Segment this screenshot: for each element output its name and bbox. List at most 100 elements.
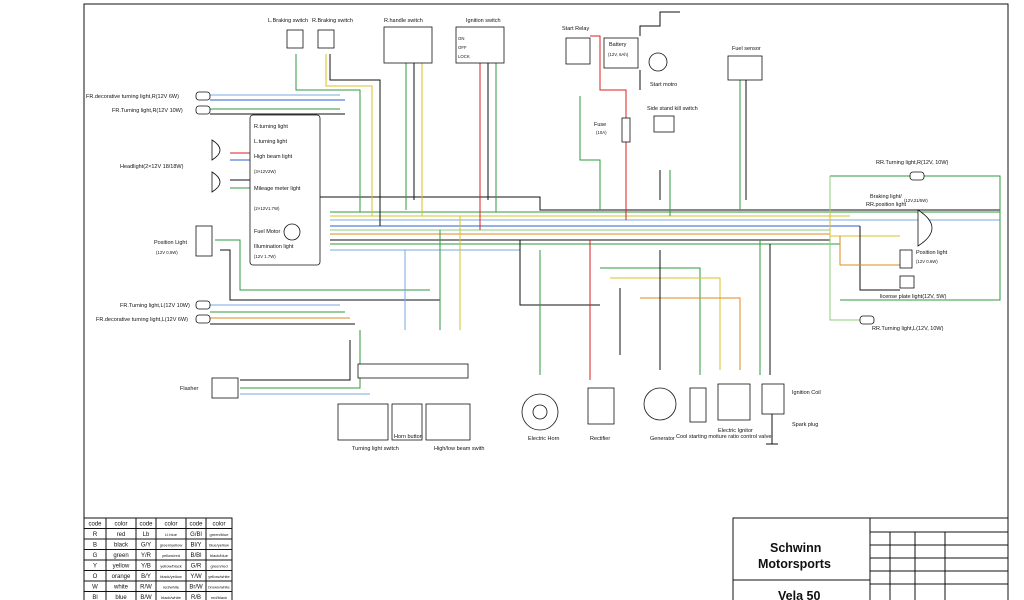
legend-cell: yellow/black bbox=[160, 564, 182, 569]
license-plate-light-label: license plate light(12V, 5W) bbox=[880, 294, 947, 300]
cool-starting-valve-body bbox=[689, 387, 707, 423]
legend-header-cell: code bbox=[88, 522, 102, 528]
electric-horn-inner bbox=[532, 404, 548, 420]
legend-cell: yellow bbox=[113, 564, 130, 570]
legend-cell: B/Y bbox=[141, 574, 151, 580]
legend-cell: black bbox=[114, 543, 129, 549]
legend-cell: green/blue bbox=[210, 532, 230, 537]
rr-turning-light-l-icon bbox=[859, 315, 875, 325]
legend-cell: Lt blue bbox=[165, 532, 178, 537]
main-connector-block bbox=[357, 363, 469, 379]
legend-cell: Y bbox=[93, 564, 97, 570]
right-braking-switch-body bbox=[317, 29, 335, 49]
license-plate-light-icon bbox=[899, 275, 915, 289]
legend-cell: G/Y bbox=[141, 543, 151, 549]
legend-cell: black/blue bbox=[210, 553, 229, 558]
fuel-sensor-body bbox=[727, 55, 763, 81]
legend-cell: W bbox=[92, 585, 98, 591]
diagram-border bbox=[83, 3, 1009, 600]
legend-header-cell: code bbox=[189, 522, 203, 528]
fr-decorative-turning-light-r-label: FR.decorative turning light,R(12V 6W) bbox=[86, 94, 179, 100]
fr-decorative-turning-light-r-icon bbox=[195, 91, 211, 101]
battery-spec: (12V, 6Ah) bbox=[608, 52, 629, 57]
right-braking-switch-label: R.Braking switch bbox=[312, 18, 353, 24]
side-stand-kill-switch-label: Side stand kill switch bbox=[647, 106, 698, 112]
ignition-position-on: ON bbox=[458, 36, 464, 41]
fr-decorative-turning-light-l-label: FR.decorative turning light,L(12V 6W) bbox=[96, 317, 188, 323]
right-handle-switch-label: R.handle switch bbox=[384, 18, 423, 24]
legend-cell: R/W bbox=[140, 585, 152, 591]
legend-header-cell: color bbox=[164, 522, 177, 528]
ignition-coil-label: Ignition Coil bbox=[792, 390, 821, 396]
title-block: Schwinn Motorsports Vela 50 bbox=[732, 517, 1009, 600]
start-relay-label: Start Relay bbox=[562, 26, 589, 32]
legend-cell: O bbox=[93, 574, 98, 580]
legend-cell: green/yellow bbox=[160, 543, 183, 548]
headlight-icon-lower bbox=[211, 171, 221, 193]
high-beam-spec: (3×12V2W) bbox=[254, 169, 276, 174]
fuse-spec: (10A) bbox=[596, 130, 607, 135]
rear-position-light-label: Position light bbox=[916, 250, 948, 256]
legend-cell: yellow/white bbox=[208, 574, 230, 579]
legend-cell: G/R bbox=[191, 564, 202, 570]
rr-turning-light-l-label: RR.Turning light,L(12V, 10W) bbox=[872, 326, 944, 332]
generator-icon bbox=[643, 387, 677, 421]
legend-cell: orange bbox=[112, 574, 131, 580]
mileage-meter-light-label: Mileage meter light bbox=[254, 186, 301, 192]
rr-turning-light-r-icon bbox=[909, 171, 925, 181]
legend-cell: G/Bl bbox=[190, 532, 202, 538]
fr-turning-light-l-label: FR.Turning light,L(12V 10W) bbox=[120, 303, 190, 309]
legend-cell: B/W bbox=[140, 595, 152, 600]
high-beam-light-label: High beam light bbox=[254, 154, 293, 160]
legend-cell: Bl/Y bbox=[190, 543, 201, 549]
ignition-switch-label: Ignition switch bbox=[466, 18, 501, 24]
r-turning-light-label: R.turning light bbox=[254, 124, 288, 130]
ignition-position-lock: LOCK bbox=[458, 54, 470, 59]
l-turning-light-label: L.turning light bbox=[254, 139, 287, 145]
ignition-switch-body bbox=[455, 26, 505, 64]
left-braking-switch-body bbox=[286, 29, 304, 49]
braking-light-label: Braking light/ bbox=[870, 194, 902, 200]
fr-turning-light-l-icon bbox=[195, 300, 211, 310]
right-handle-switch-body bbox=[383, 26, 433, 64]
legend-cell: R bbox=[93, 532, 98, 538]
legend-cell: R/B bbox=[191, 595, 201, 600]
legend-cell: black/white bbox=[161, 595, 182, 600]
electric-ignitor-body bbox=[717, 383, 751, 421]
legend-cell: red/white bbox=[163, 585, 180, 590]
legend-cell: white bbox=[113, 585, 129, 591]
turning-light-switch-label: Turning light switch bbox=[352, 446, 399, 452]
rr-turning-light-r-label: RR.Turning light,R(12V, 10W) bbox=[876, 160, 949, 166]
front-position-light-label: Position Light bbox=[154, 240, 187, 246]
legend-cell: Y/R bbox=[141, 553, 152, 559]
rr-position-light-label: RR.position light bbox=[866, 202, 907, 208]
front-position-light-spec: (12V 0.5W) bbox=[156, 250, 178, 255]
high-low-beam-switch-body bbox=[425, 403, 471, 441]
fuel-sensor-label: Fuel sensor bbox=[732, 46, 761, 52]
brand-line-2: Motorsports bbox=[758, 557, 831, 571]
rectifier-label: Rectifier bbox=[590, 436, 610, 442]
headlight-icon-upper bbox=[211, 139, 221, 161]
side-stand-kill-switch-body bbox=[653, 115, 675, 133]
fr-turning-light-r-icon bbox=[195, 105, 211, 115]
legend-cell: Y/B bbox=[141, 564, 151, 570]
battery-body bbox=[603, 37, 639, 69]
turning-light-switch-body bbox=[337, 403, 389, 441]
legend-cell: Lb bbox=[143, 532, 150, 538]
ignition-coil-body bbox=[761, 383, 785, 415]
legend-header-cell: color bbox=[114, 522, 127, 528]
start-relay-body bbox=[565, 37, 591, 65]
legend-cell: G bbox=[93, 553, 98, 559]
horn-button-label: Horn button bbox=[394, 434, 423, 440]
legend-cell: B/Bl bbox=[190, 553, 201, 559]
legend-cell: blue/yellow bbox=[209, 543, 229, 548]
instrument-cluster bbox=[249, 114, 321, 266]
electric-ignitor-label: Electric Ignitor bbox=[718, 428, 753, 434]
legend-cell: red/black bbox=[211, 595, 227, 600]
legend-cell: green/red bbox=[210, 564, 227, 569]
fr-decorative-turning-light-l-icon bbox=[195, 314, 211, 324]
spark-plug-icon bbox=[766, 414, 778, 445]
